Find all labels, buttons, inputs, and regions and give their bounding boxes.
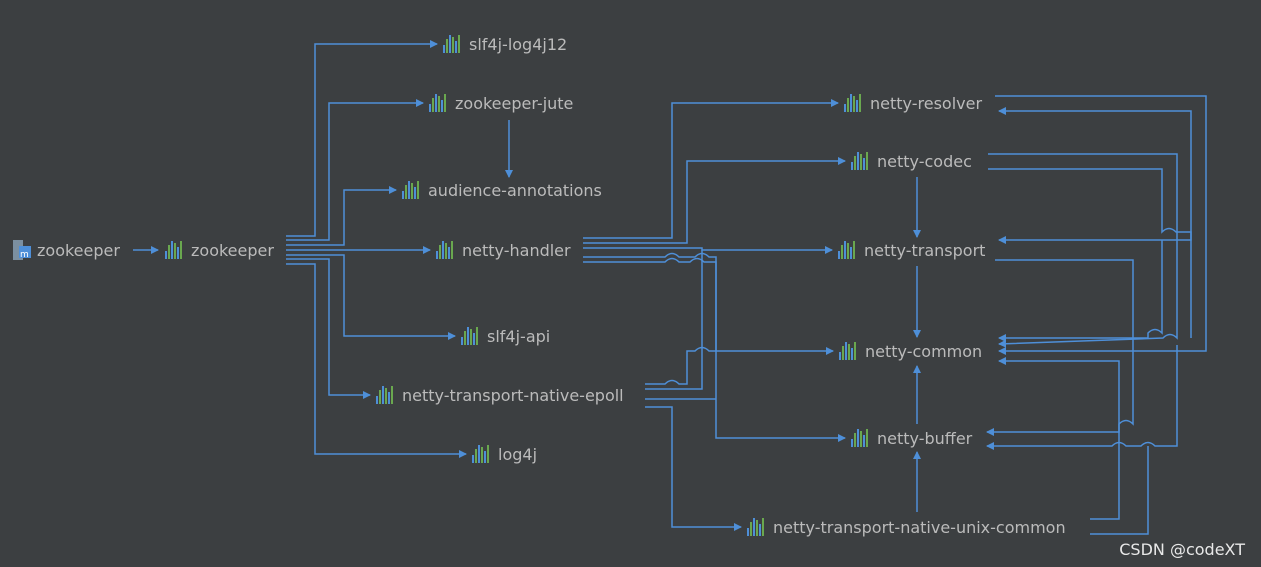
node-label: zookeeper-jute: [455, 94, 573, 113]
node-label: zookeeper: [191, 241, 274, 260]
node-label: netty-transport: [864, 241, 985, 260]
edge-zookeeper-slf4j-log4j12: [286, 40, 438, 237]
node-label: log4j: [498, 445, 537, 464]
edge-zookeeper-log4j: [286, 263, 467, 458]
edge-epoll-unix-common: [645, 406, 742, 531]
node-label: netty-common: [865, 342, 982, 361]
module-icon: m: [13, 240, 31, 260]
library-icon: [839, 342, 856, 360]
edge-unix-common-common: [998, 357, 1120, 520]
edge-transport-buffer: [986, 259, 1134, 436]
library-icon: [165, 241, 182, 259]
edge-zookeeper-netty-transport-native-epoll: [286, 258, 371, 399]
edge-zookeeper-audience-annotations: [286, 186, 397, 246]
node-zookeeper-jute[interactable]: zookeeper-jute: [429, 94, 573, 113]
edge-handler-buffer: [583, 257, 846, 442]
library-icon: [851, 152, 868, 170]
edge-epoll-common: [645, 346, 716, 385]
node-netty-buffer[interactable]: netty-buffer: [851, 429, 973, 448]
edge-unix-common-right: [1090, 446, 1149, 535]
node-netty-codec[interactable]: netty-codec: [851, 152, 972, 171]
node-slf4j-log4j12[interactable]: slf4j-log4j12: [443, 35, 567, 54]
library-icon: [838, 241, 855, 259]
node-root-zookeeper[interactable]: m zookeeper: [13, 240, 120, 260]
edge-handler-resolver: [583, 99, 839, 239]
node-netty-handler[interactable]: netty-handler: [436, 241, 571, 260]
edge-resolver-back: [998, 107, 1192, 338]
node-label: slf4j-api: [487, 327, 550, 346]
edge-epoll-transport: [645, 250, 703, 390]
node-netty-transport-native-epoll[interactable]: netty-transport-native-epoll: [376, 386, 624, 405]
node-slf4j-api[interactable]: slf4j-api: [461, 327, 550, 346]
library-icon: [844, 94, 861, 112]
node-label: netty-buffer: [877, 429, 973, 448]
node-netty-transport[interactable]: netty-transport: [838, 241, 985, 260]
edge-handler-transport: [583, 246, 833, 254]
node-audience-annotations[interactable]: audience-annotations: [402, 181, 602, 200]
node-label: zookeeper: [37, 241, 120, 260]
library-icon: [436, 241, 453, 259]
node-log4j[interactable]: log4j: [472, 445, 537, 464]
node-label: netty-transport-native-unix-common: [773, 518, 1066, 537]
edge-common-right: [986, 345, 1178, 450]
library-icon: [429, 94, 446, 112]
edge-handler-common: [583, 252, 834, 355]
library-icon: [376, 386, 393, 404]
library-icon: [747, 518, 764, 536]
library-icon: [443, 35, 460, 53]
edges: [133, 40, 1207, 535]
edge-zookeeper-slf4j-api: [286, 254, 456, 340]
edge-codec-common: [988, 153, 1178, 348]
node-label: netty-transport-native-epoll: [402, 386, 624, 405]
node-label: netty-resolver: [870, 94, 982, 113]
svg-text:m: m: [20, 250, 29, 260]
node-label: netty-handler: [462, 241, 571, 260]
node-label: netty-codec: [877, 152, 972, 171]
nodes: m zookeeper zookeeper slf4j-log4j12 zookee…: [13, 35, 1066, 537]
node-zookeeper[interactable]: zookeeper: [165, 241, 274, 260]
edge-handler-codec: [583, 157, 846, 244]
library-icon: [402, 181, 419, 199]
edge-codec-buffer: [988, 168, 1192, 244]
library-icon: [851, 429, 868, 447]
edge-transport-buffer-2: [998, 240, 1163, 342]
watermark: CSDN @codeXT: [1119, 540, 1245, 559]
edge-zookeeper-zookeeper-jute: [286, 99, 424, 241]
node-netty-transport-native-unix-common[interactable]: netty-transport-native-unix-common: [747, 518, 1066, 537]
node-netty-common[interactable]: netty-common: [839, 342, 982, 361]
edge-resolver-common: [995, 95, 1207, 355]
node-label: audience-annotations: [428, 181, 602, 200]
library-icon: [461, 327, 478, 345]
library-icon: [472, 445, 489, 463]
node-netty-resolver[interactable]: netty-resolver: [844, 94, 982, 113]
node-label: slf4j-log4j12: [469, 35, 567, 54]
